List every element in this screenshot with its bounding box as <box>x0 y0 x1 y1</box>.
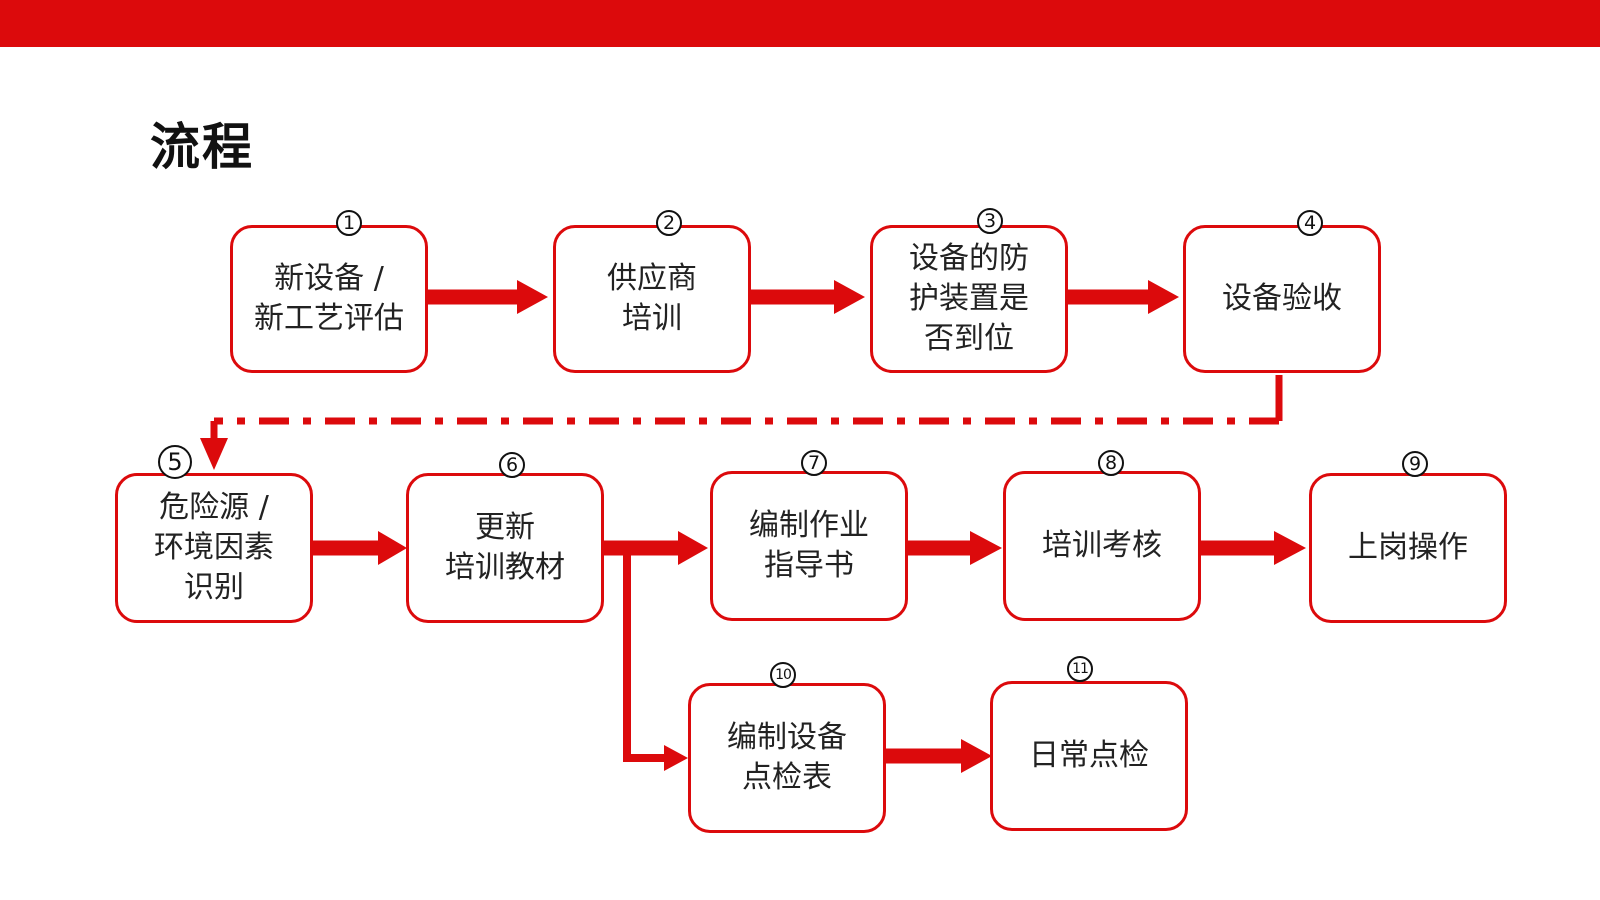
step-8-number: 8 <box>1098 450 1124 476</box>
step-8-label: 培训考核 <box>1042 528 1162 563</box>
step-2-number: 2 <box>656 210 682 236</box>
step-3-box: 设备的防 护装置是 否到位 <box>870 225 1068 373</box>
step-5-label: 危险源 / 环境因素 识别 <box>154 490 274 605</box>
step-6-box: 更新 培训教材 <box>406 473 604 623</box>
arrow-3-4 <box>1066 280 1179 314</box>
step-2-box: 供应商 培训 <box>553 225 751 373</box>
step-11-box: 日常点检 <box>990 681 1188 831</box>
step-1-box: 新设备 / 新工艺评估 <box>230 225 428 373</box>
step-10-box: 编制设备 点检表 <box>688 683 886 833</box>
step-9-label: 上岗操作 <box>1348 530 1468 565</box>
step-1-number: 1 <box>336 210 362 236</box>
step-6-label: 更新 培训教材 <box>445 510 565 585</box>
page-title: 流程 <box>150 118 254 176</box>
arrow-10-11 <box>886 739 992 773</box>
step-5-number: 5 <box>158 445 192 479</box>
step-8-box: 培训考核 <box>1003 471 1201 621</box>
step-2-label: 供应商 培训 <box>607 261 697 336</box>
step-4-box: 设备验收 <box>1183 225 1381 373</box>
arrow-6-10 <box>623 548 688 771</box>
step-11-label: 日常点检 <box>1029 738 1149 773</box>
step-7-number: 7 <box>801 450 827 476</box>
arrow-2-3 <box>749 280 865 314</box>
step-4-label: 设备验收 <box>1222 281 1342 316</box>
dashed-connector-4-5 <box>200 375 1283 470</box>
step-7-box: 编制作业 指导书 <box>710 471 908 621</box>
step-11-number: 11 <box>1067 656 1093 682</box>
step-6-number: 6 <box>499 452 525 478</box>
top-red-bar <box>0 0 1600 47</box>
step-9-box: 上岗操作 <box>1309 473 1507 623</box>
step-10-number: 10 <box>770 662 796 688</box>
step-4-number: 4 <box>1297 210 1323 236</box>
step-10-label: 编制设备 点检表 <box>727 720 847 795</box>
step-9-number: 9 <box>1402 451 1428 477</box>
step-3-label: 设备的防 护装置是 否到位 <box>909 241 1029 356</box>
step-7-label: 编制作业 指导书 <box>749 508 869 583</box>
arrow-1-2 <box>426 280 548 314</box>
arrow-8-9 <box>1199 531 1306 565</box>
step-1-label: 新设备 / 新工艺评估 <box>254 261 404 336</box>
step-5-box: 危险源 / 环境因素 识别 <box>115 473 313 623</box>
arrow-6-7 <box>602 531 708 565</box>
step-3-number: 3 <box>977 208 1003 234</box>
arrow-5-6 <box>312 531 407 565</box>
arrow-7-8 <box>906 531 1002 565</box>
